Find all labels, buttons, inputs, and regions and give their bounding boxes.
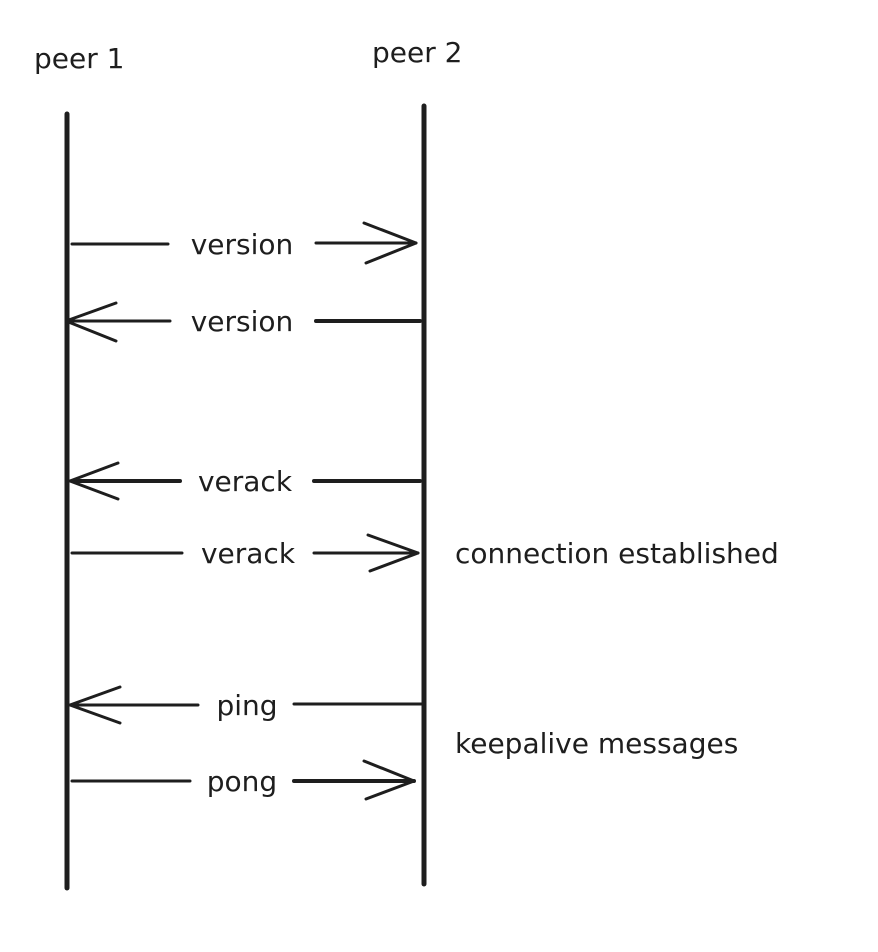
arrowhead-right-icon (362, 221, 418, 265)
note-connection-established: connection established (455, 537, 779, 570)
message-label: version (191, 228, 294, 261)
message-ping: ping (68, 685, 424, 725)
message-pong: pong (70, 759, 416, 801)
message-verack-request: verack (70, 533, 420, 573)
message-label: ping (216, 689, 277, 722)
message-version-response: version (64, 301, 422, 343)
message-label: version (191, 305, 294, 338)
arrowhead-right-icon (366, 533, 420, 573)
message-label: verack (201, 537, 296, 570)
message-label: verack (198, 465, 293, 498)
arrowhead-right-icon (362, 759, 416, 801)
message-version-request: version (70, 221, 418, 265)
message-label: pong (207, 765, 277, 798)
arrowhead-left-icon (68, 685, 122, 725)
arrowhead-left-icon (68, 461, 120, 501)
arrowhead-left-icon (64, 301, 118, 343)
message-verack-response: verack (68, 461, 422, 501)
participant-peer-1-label: peer 1 (34, 42, 124, 75)
note-keepalive-messages: keepalive messages (455, 727, 738, 760)
participant-peer-2-label: peer 2 (372, 36, 462, 69)
